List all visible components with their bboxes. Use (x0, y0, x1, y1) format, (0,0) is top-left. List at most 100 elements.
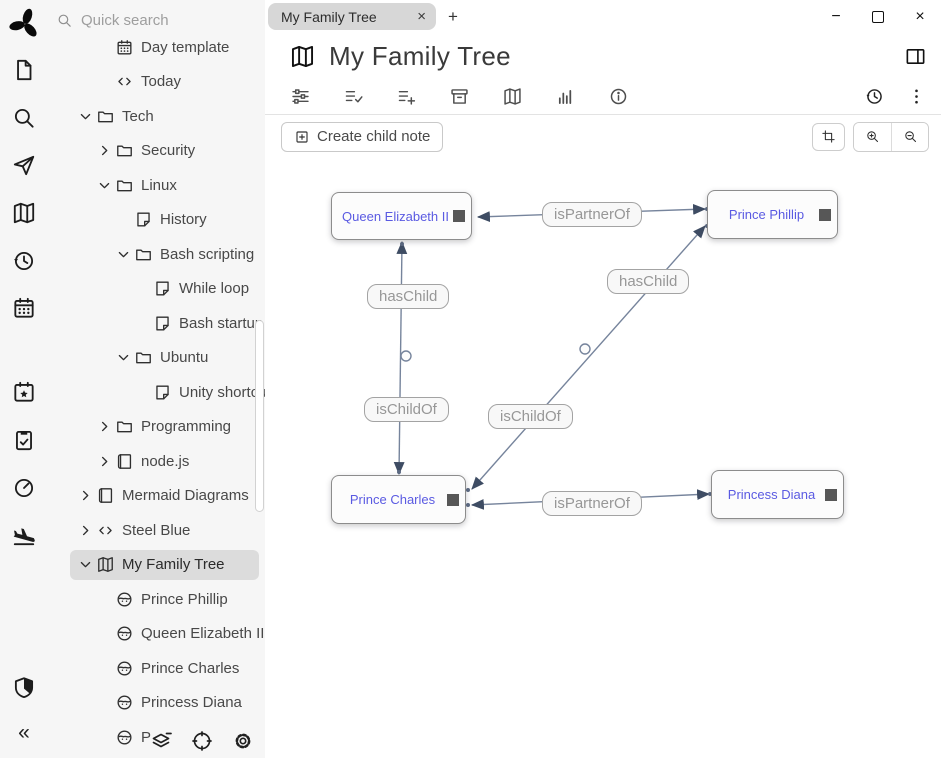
new-note-button[interactable] (11, 57, 37, 83)
note-info-tab[interactable] (608, 86, 629, 107)
similar-notes-tab[interactable] (555, 86, 576, 107)
options-menu-button[interactable] (906, 86, 927, 107)
tree-item-bash-scripting[interactable]: Bash scripting (48, 237, 265, 272)
collapse-tree-button[interactable] (149, 729, 173, 753)
map-node-princess-diana[interactable]: Princess Diana (711, 470, 844, 519)
chevron-right-icon[interactable] (97, 454, 115, 469)
book-icon (96, 486, 115, 505)
dashboard-button-icon (11, 475, 37, 501)
note-paths-tab[interactable] (449, 86, 470, 107)
tree-item-p[interactable]: P (48, 720, 265, 755)
tab-close-icon[interactable]: × (417, 8, 426, 25)
protected-session-button-icon (11, 675, 37, 701)
new-tab-button[interactable]: + (448, 6, 458, 26)
task-list-button[interactable] (11, 427, 37, 453)
note-revisions-button[interactable] (864, 86, 885, 107)
sliders-icon (290, 86, 311, 107)
zoom-in-button[interactable] (854, 122, 891, 151)
note-title[interactable]: My Family Tree (329, 40, 511, 71)
tree-item-princess-diana[interactable]: Princess Diana (48, 686, 265, 721)
tree-item-ubuntu[interactable]: Ubuntu (48, 341, 265, 376)
relation-map-canvas[interactable]: Queen Elizabeth II Prince Phillip Prince… (265, 158, 941, 758)
tree-item-linux[interactable]: Linux (48, 168, 265, 203)
node-resize-handle[interactable] (825, 488, 837, 501)
relation-map-toolbar: Create child note (265, 115, 941, 158)
inherited-attributes-tab[interactable] (396, 86, 417, 107)
map-node-prince-phillip[interactable]: Prince Phillip (707, 190, 838, 239)
calendar-star-button[interactable] (11, 379, 37, 405)
chevron-right-icon[interactable] (78, 523, 96, 538)
node-resize-handle[interactable] (453, 210, 465, 222)
close-button[interactable]: × (915, 7, 925, 25)
tree-item-prince-charles[interactable]: Prince Charles (48, 651, 265, 686)
reset-pan-zoom-button[interactable] (812, 122, 845, 151)
jump-to-note-button[interactable] (11, 152, 37, 178)
tree-item-history[interactable]: History (48, 203, 265, 238)
chevron-down-icon[interactable] (78, 109, 96, 124)
tree-item-queen-elizabeth-ii[interactable]: Queen Elizabeth II (48, 617, 265, 652)
chevron-down-icon[interactable] (78, 557, 96, 572)
chevron-down-icon[interactable] (116, 350, 134, 365)
tree-item-my-family-tree[interactable]: My Family Tree (48, 548, 265, 583)
quick-search[interactable] (56, 8, 259, 32)
search-button[interactable] (11, 105, 37, 131)
tree-item-today[interactable]: Today (48, 65, 265, 100)
tree-item-label: Mermaid Diagrams (122, 487, 249, 505)
basic-properties-tab[interactable] (290, 86, 311, 107)
owned-attributes-tab[interactable] (343, 86, 364, 107)
minimize-button[interactable]: − (831, 7, 841, 25)
node-resize-handle[interactable] (447, 493, 459, 506)
trilium-logo (7, 6, 43, 42)
tree-item-programming[interactable]: Programming (48, 410, 265, 445)
tree-item-security[interactable]: Security (48, 134, 265, 169)
create-child-note-button[interactable]: Create child note (281, 121, 444, 152)
tree-item-tech[interactable]: Tech (48, 99, 265, 134)
note-map-button[interactable] (11, 200, 37, 226)
tree-item-blank[interactable] (48, 755, 265, 758)
node-resize-handle[interactable] (819, 208, 831, 221)
tree-item-mermaid-diagrams[interactable]: Mermaid Diagrams (48, 479, 265, 514)
map-node-prince-charles[interactable]: Prince Charles (331, 475, 466, 524)
expander-spacer (97, 661, 115, 676)
tab-my-family-tree[interactable]: My Family Tree × (268, 3, 436, 30)
tree-item-bash-startup[interactable]: Bash startup (48, 306, 265, 341)
chevron-right-icon[interactable] (97, 419, 115, 434)
tree-item-label: P (141, 728, 152, 746)
create-split-icon[interactable] (904, 45, 927, 68)
person-icon (115, 624, 134, 643)
tree-item-unity-shortcuts[interactable]: Unity shortcuts (48, 375, 265, 410)
chevron-right-icon[interactable] (78, 488, 96, 503)
tree-item-steel-blue[interactable]: Steel Blue (48, 513, 265, 548)
chevron-down-icon[interactable] (116, 247, 134, 262)
edge-label-ispartnerof: isPartnerOf (542, 491, 642, 516)
tree-scrollbar-thumb[interactable] (255, 320, 264, 512)
ribbon-tabs (265, 79, 941, 115)
hide-sidebar-button[interactable]: « (11, 720, 37, 746)
chevron-down-icon[interactable] (97, 178, 115, 193)
tree-item-prince-phillip[interactable]: Prince Phillip (48, 582, 265, 617)
chevron-right-icon[interactable] (97, 143, 115, 158)
zoom-out-icon (903, 129, 918, 144)
recent-changes-button[interactable] (11, 248, 37, 274)
travel-notes-button[interactable] (11, 522, 37, 548)
recent-changes-button-icon (11, 248, 37, 274)
dashboard-button[interactable] (11, 475, 37, 501)
maximize-button[interactable] (857, 0, 899, 33)
quick-search-input[interactable] (81, 11, 221, 29)
launcher-bar: « (0, 0, 48, 758)
edge-label-ispartnerof: isPartnerOf (542, 202, 642, 227)
calendar-button[interactable] (11, 295, 37, 321)
person-icon (115, 659, 134, 678)
tree-item-while-loop[interactable]: While loop (48, 272, 265, 307)
note-map-tab[interactable] (502, 86, 523, 107)
tree-item-node-js[interactable]: node.js (48, 444, 265, 479)
tab-label: My Family Tree (281, 8, 377, 25)
expander-spacer (116, 212, 134, 227)
scroll-to-active-note-button[interactable] (190, 729, 214, 753)
zoom-out-button[interactable] (891, 122, 928, 151)
person-icon (115, 590, 134, 609)
tree-item-day-template[interactable]: Day template (48, 30, 265, 65)
settings-button[interactable] (231, 729, 255, 753)
map-node-queen-elizabeth-ii[interactable]: Queen Elizabeth II (331, 192, 472, 240)
protected-session-button[interactable] (11, 675, 37, 701)
